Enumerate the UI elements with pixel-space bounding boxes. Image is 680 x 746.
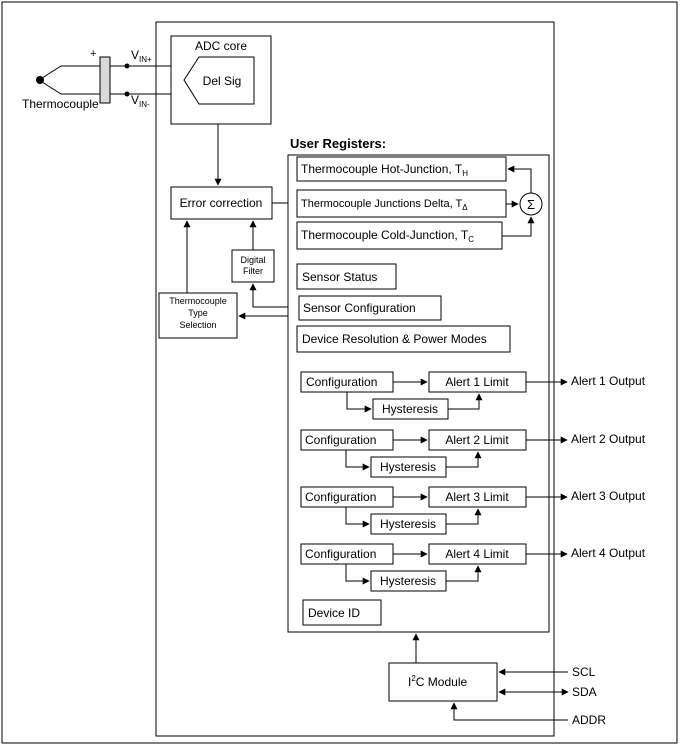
sigma-symbol: Σ — [527, 197, 535, 212]
device-id-register — [302, 599, 382, 626]
arrow-config-to-hysteresis — [345, 450, 370, 471]
sensor-status-label: Sensor Status — [302, 270, 377, 284]
resolution-register — [296, 325, 511, 353]
addr-pin-label: ADDR — [572, 713, 606, 727]
alert-configuration-label: Configuration — [306, 375, 377, 389]
connector-block — [99, 56, 111, 104]
digital-filter-line1: Digital — [240, 255, 265, 265]
scl-pin-label: SCL — [572, 665, 596, 679]
user-registers-title: User Registers: — [290, 136, 386, 151]
hysteresis-label: Hysteresis — [380, 574, 436, 588]
del-sig-label: Del Sig — [203, 74, 242, 88]
hot-junction-label: Thermocouple Hot-Junction, TH — [301, 162, 468, 178]
thermocouple-label: Thermocouple — [22, 97, 99, 111]
alert-output-label: Alert 2 Output — [571, 432, 646, 446]
error-correction-box — [170, 186, 273, 220]
delta-register — [296, 189, 507, 218]
arrow-sigma-to-hot — [507, 165, 532, 193]
alert-group-1: Configuration Alert 1 Limit Hysteresis A… — [300, 371, 646, 420]
sda-pin-label: SDA — [572, 685, 597, 699]
hysteresis-label: Hysteresis — [380, 517, 436, 531]
alert-group-4: Configuration Alert 4 Limit Hysteresis A… — [300, 543, 646, 592]
alert-output-label: Alert 1 Output — [571, 374, 646, 388]
cold-junction-register — [296, 221, 503, 250]
sensor-config-register — [298, 295, 442, 321]
sensor-status-register — [296, 263, 397, 290]
arrow-hysteresis-to-limit — [446, 451, 482, 468]
alert-limit-label: Alert 3 Limit — [445, 490, 509, 504]
alert-configuration-label: Configuration — [305, 433, 376, 447]
plus-sign: + — [90, 48, 96, 60]
tc-type-box — [158, 292, 238, 339]
i2c-module-label: I2C Module — [408, 674, 467, 689]
device-id-label: Device ID — [308, 606, 360, 620]
error-correction-label: Error correction — [180, 196, 263, 210]
arrow-config-to-hysteresis — [346, 392, 372, 413]
arrow-config-to-hysteresis — [345, 564, 370, 585]
alert-group-3: Configuration Alert 3 Limit Hysteresis A… — [300, 486, 646, 535]
arrow-hysteresis-to-limit — [448, 393, 483, 410]
alert-configuration-label: Configuration — [305, 547, 376, 561]
arrow-hysteresis-to-limit — [446, 508, 482, 525]
alert-limit-label: Alert 1 Limit — [445, 375, 509, 389]
digital-filter-line2: Filter — [243, 266, 263, 276]
del-sig-block — [183, 56, 255, 105]
alert-limit-label: Alert 2 Limit — [445, 433, 509, 447]
alert-configuration-label: Configuration — [305, 490, 376, 504]
vin-plus-label: VIN+ — [131, 48, 152, 64]
resolution-label: Device Resolution & Power Modes — [302, 332, 487, 346]
adc-core-title: ADC core — [195, 39, 247, 53]
hysteresis-label: Hysteresis — [380, 460, 436, 474]
alert-limit-label: Alert 4 Limit — [445, 547, 509, 561]
hysteresis-label: Hysteresis — [382, 402, 438, 416]
alert-group-2: Configuration Alert 2 Limit Hysteresis A… — [300, 429, 646, 478]
sensor-config-label: Sensor Configuration — [303, 301, 416, 315]
alert-output-label: Alert 3 Output — [571, 489, 646, 503]
cold-junction-label: Thermocouple Cold-Junction, TC — [301, 228, 474, 244]
tc-type-line1: Thermocouple — [169, 296, 227, 306]
tc-type-line2: Type — [188, 308, 208, 318]
vin-minus-label: VIN- — [131, 93, 150, 109]
tc-type-line3: Selection — [179, 320, 216, 330]
hot-junction-register — [296, 156, 507, 182]
arrow-addr — [450, 702, 568, 721]
alert-output-label: Alert 4 Output — [571, 546, 646, 560]
arrow-config-to-filter — [249, 283, 299, 308]
i2c-module-box — [388, 662, 498, 702]
delta-label: Thermocouple Junctions Delta, TΔ — [301, 198, 468, 212]
arrow-config-to-hysteresis — [345, 507, 370, 528]
arrow-hysteresis-to-limit — [446, 565, 482, 582]
arrow-cold-to-sigma — [502, 216, 535, 237]
